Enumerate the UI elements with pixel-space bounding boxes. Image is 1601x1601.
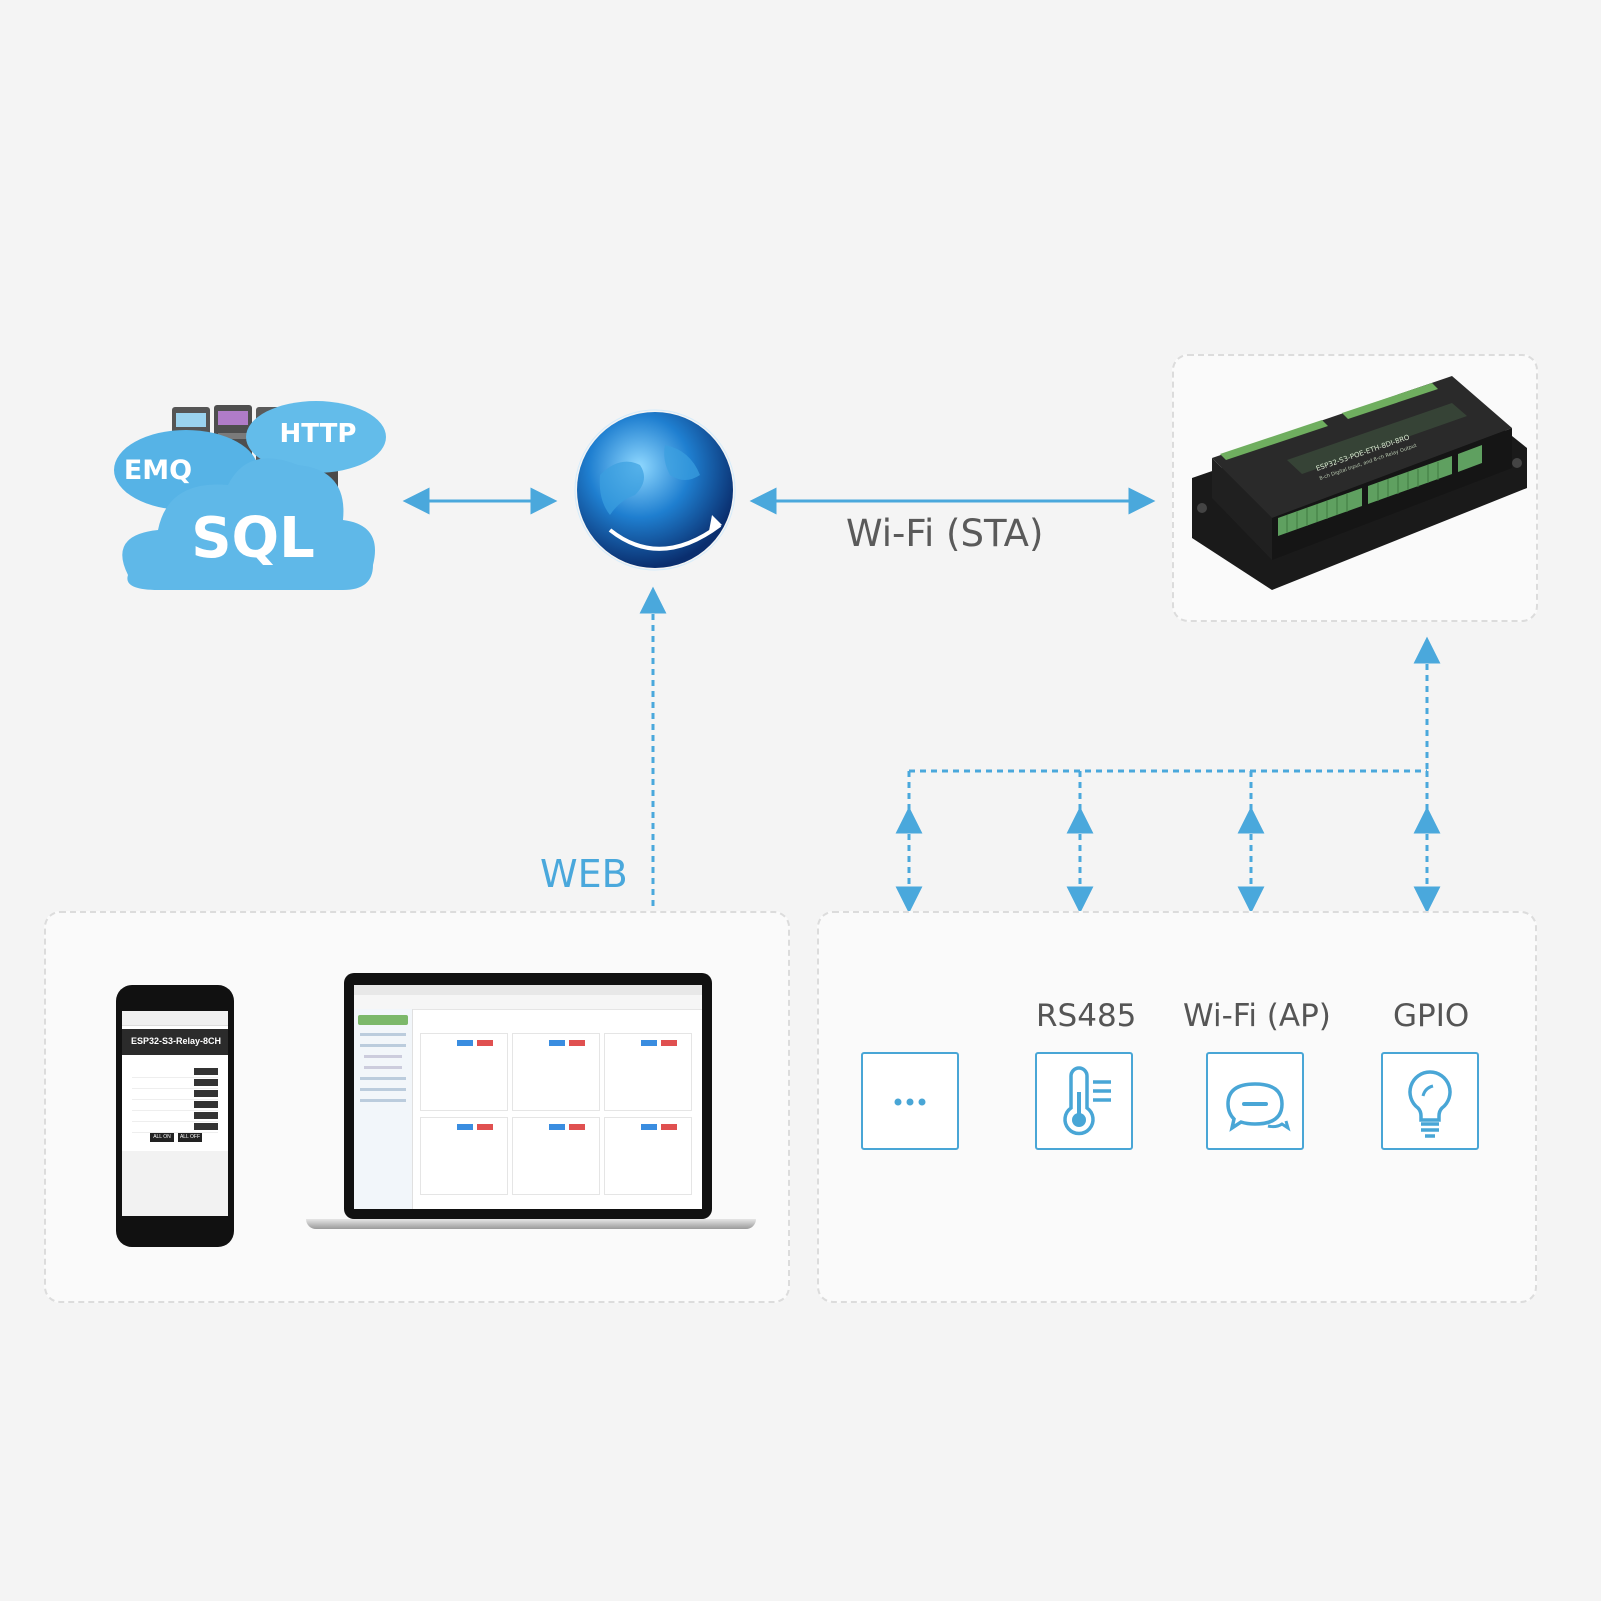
interface-gpio	[1381, 1052, 1479, 1150]
laptop-base	[306, 1219, 756, 1229]
phone-all-on-button[interactable]: ALL ON	[150, 1133, 174, 1142]
laptop-device	[306, 973, 756, 1263]
phone-title: ESP32-S3-Relay-8CH	[130, 1036, 222, 1046]
cloud-label-emq: EMQ	[124, 455, 192, 486]
interface-label-rs485: RS485	[1036, 998, 1137, 1034]
cloud-servers: EMQ HTTP SQL	[88, 395, 388, 605]
thermometer-icon	[1063, 1066, 1111, 1136]
web-label: WEB	[540, 852, 628, 896]
laptop-card-grid	[420, 1033, 696, 1201]
more-icon	[894, 1098, 926, 1106]
client-panel: ESP32-S3-Relay-8CH ALL ON ALL OFF	[44, 911, 790, 1303]
wifi-sta-label: Wi-Fi (STA)	[846, 512, 1044, 555]
laptop-sidebar	[354, 1009, 413, 1209]
cloud-label-sql: SQL	[191, 506, 315, 571]
phone-screen: ESP32-S3-Relay-8CH ALL ON ALL OFF	[122, 1011, 228, 1216]
phone-all-off-button[interactable]: ALL OFF	[178, 1133, 202, 1142]
interface-label-wifi-ap: Wi-Fi (AP)	[1183, 998, 1331, 1034]
cloud-label-http: HTTP	[280, 419, 357, 449]
laptop-screen	[354, 985, 702, 1209]
phone-device: ESP32-S3-Relay-8CH ALL ON ALL OFF	[116, 985, 234, 1247]
light-bulb-icon	[1408, 1070, 1452, 1138]
interface-label-gpio: GPIO	[1393, 998, 1470, 1034]
phone-title-bar	[122, 1029, 228, 1055]
interface-rs485	[1035, 1052, 1133, 1150]
device-panel: ESP32-S3-POE-ETH-8DI-8RO 8-ch Digital In…	[1172, 354, 1538, 622]
globe-icon	[570, 405, 740, 575]
chat-bubble-icon	[1226, 1082, 1291, 1132]
interface-more	[861, 1052, 959, 1150]
interface-wifi-ap	[1206, 1052, 1304, 1150]
relay-device-image: ESP32-S3-POE-ETH-8DI-8RO 8-ch Digital In…	[1192, 376, 1527, 590]
